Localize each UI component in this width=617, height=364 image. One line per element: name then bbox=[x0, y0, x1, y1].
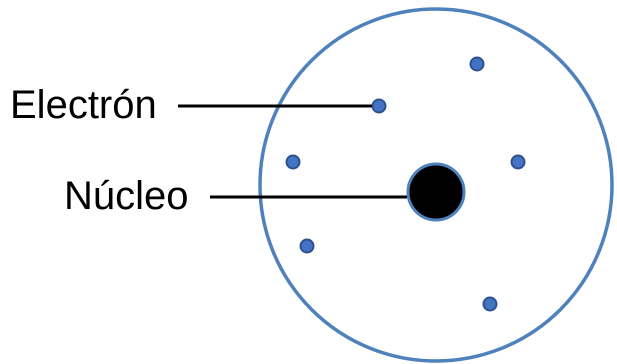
electron-dot bbox=[471, 58, 484, 71]
electron-dot bbox=[301, 240, 314, 253]
electron-dot bbox=[512, 156, 525, 169]
nucleus-label: Núcleo bbox=[64, 176, 189, 216]
nucleus bbox=[408, 164, 464, 220]
electron-dot-labeled bbox=[373, 100, 386, 113]
electron-dot bbox=[484, 298, 497, 311]
electron-label: Electrón bbox=[10, 85, 157, 125]
electron-dot bbox=[287, 156, 300, 169]
